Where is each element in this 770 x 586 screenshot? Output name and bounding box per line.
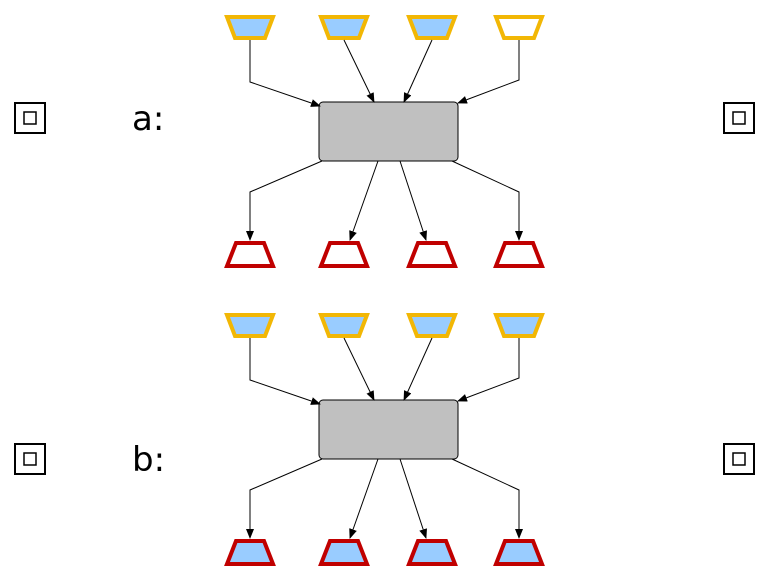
arrow — [399, 160, 427, 241]
arrow — [451, 160, 523, 241]
output-node — [493, 241, 545, 268]
output-node — [406, 241, 458, 268]
square-target-icon — [723, 102, 755, 134]
arrow — [403, 337, 433, 401]
arrow — [246, 160, 323, 241]
input-node — [224, 15, 276, 40]
arrow — [343, 337, 375, 401]
panel-label: a: — [132, 99, 164, 139]
process-box — [318, 399, 459, 460]
input-node — [406, 313, 458, 338]
arrow — [349, 160, 379, 241]
input-node — [493, 15, 545, 40]
arrow — [457, 338, 520, 402]
input-node — [406, 15, 458, 40]
output-node — [318, 539, 370, 566]
input-node — [318, 313, 370, 338]
square-target-icon — [14, 102, 46, 134]
arrow — [457, 40, 520, 104]
square-target-icon — [14, 443, 46, 475]
panel-label: b: — [132, 440, 165, 480]
input-node — [493, 313, 545, 338]
output-node — [493, 539, 545, 566]
arrow — [349, 458, 379, 539]
arrow — [343, 39, 375, 103]
output-node — [224, 539, 276, 566]
arrow — [451, 458, 523, 539]
input-node — [318, 15, 370, 40]
square-target-icon — [723, 443, 755, 475]
process-box — [318, 101, 459, 162]
arrow — [246, 458, 323, 539]
panel-a: a: — [14, 15, 755, 268]
output-node — [406, 539, 458, 566]
output-node — [224, 241, 276, 268]
arrow — [249, 40, 321, 107]
input-node — [224, 313, 276, 338]
arrow — [403, 39, 433, 103]
arrow — [399, 458, 427, 539]
panel-b: b: — [14, 313, 755, 566]
arrow — [249, 338, 321, 405]
output-node — [318, 241, 370, 268]
